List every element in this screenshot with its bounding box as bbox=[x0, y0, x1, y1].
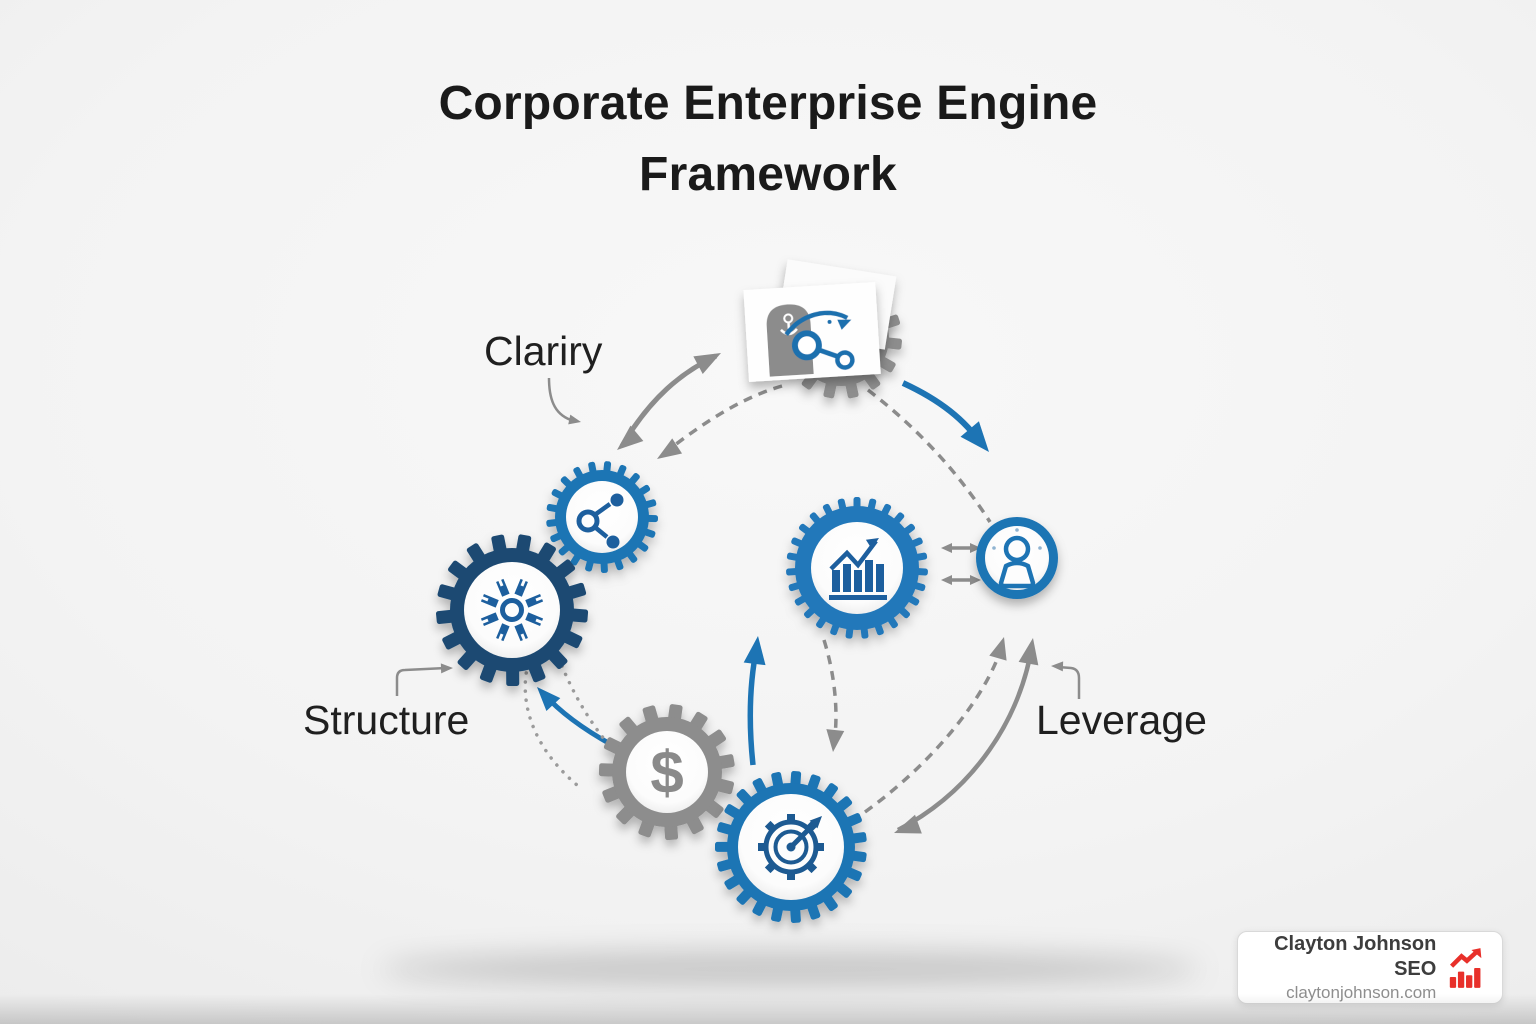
connector-leverage bbox=[1057, 665, 1081, 699]
arrow-strategy-clarity-dashed bbox=[660, 384, 783, 457]
watermark-name: Clayton Johnson SEO bbox=[1274, 932, 1437, 980]
connector-structure bbox=[395, 666, 447, 696]
connector-clarity bbox=[547, 377, 575, 423]
arrowhead bbox=[743, 636, 766, 666]
arrow-strategy-people-dashed bbox=[866, 388, 992, 523]
watermark-text: Clayton Johnson SEO claytonjohnson.com bbox=[1238, 932, 1436, 1003]
person-icon bbox=[992, 528, 1042, 589]
arrowhead bbox=[826, 729, 845, 752]
dotted-structure-finance-left bbox=[523, 662, 585, 792]
dotted-structure-finance-right bbox=[560, 664, 620, 758]
arrowhead bbox=[657, 438, 683, 459]
arrowhead bbox=[1051, 661, 1064, 672]
callout-structure: Structure bbox=[303, 697, 470, 743]
link-growth-arrow-icon bbox=[784, 310, 855, 370]
floor-shadow bbox=[380, 952, 1200, 986]
arrowhead bbox=[989, 637, 1007, 661]
share-network-icon bbox=[576, 493, 624, 549]
arrow-execution-people-dashed bbox=[863, 645, 1004, 814]
watermark-url: claytonjohnson.com bbox=[1286, 982, 1437, 1002]
dollar-icon: $ bbox=[650, 739, 683, 806]
growth-gear bbox=[786, 497, 928, 639]
arrow-execution-people bbox=[896, 645, 1035, 832]
watermark-card: Clayton Johnson SEO claytonjohnson.com bbox=[1237, 931, 1503, 1004]
arrowhead bbox=[970, 575, 981, 585]
document-growth-share-icon bbox=[743, 282, 881, 382]
arrowhead bbox=[440, 663, 453, 674]
finance-gear bbox=[598, 704, 735, 841]
target-gear-arrow-icon bbox=[758, 814, 824, 880]
bar-chart-growth-icon bbox=[829, 538, 887, 600]
arrowhead bbox=[894, 814, 922, 834]
page-title: Corporate Enterprise Engine Framework bbox=[438, 77, 1098, 202]
arrowhead bbox=[568, 414, 581, 425]
arrowhead bbox=[693, 353, 721, 375]
arrowhead bbox=[809, 816, 822, 829]
arrowhead bbox=[865, 538, 879, 550]
red-growth-chart-icon bbox=[1450, 947, 1482, 988]
arrow-growth-execution-dashed bbox=[822, 639, 838, 745]
callout-clarity: Clariry bbox=[484, 328, 603, 374]
arrowhead bbox=[617, 425, 644, 450]
clarity-gear bbox=[546, 461, 659, 573]
arrowhead bbox=[537, 687, 561, 712]
arrowhead bbox=[970, 543, 981, 553]
arrowhead bbox=[941, 575, 952, 585]
arrowhead bbox=[1018, 638, 1039, 666]
callout-leverage: Leverage bbox=[1036, 697, 1207, 743]
burst-snowflake-icon bbox=[479, 577, 545, 643]
arrowhead bbox=[960, 421, 989, 452]
arrowhead bbox=[837, 319, 852, 330]
arrowhead bbox=[941, 543, 952, 553]
